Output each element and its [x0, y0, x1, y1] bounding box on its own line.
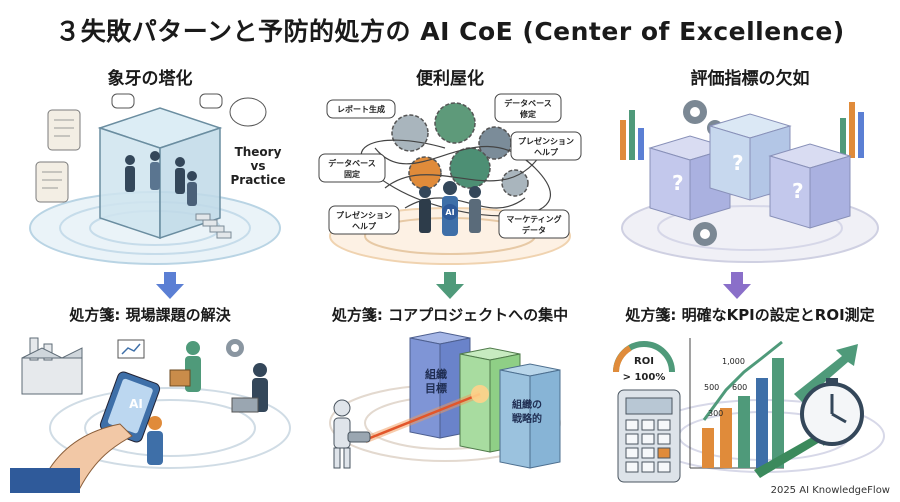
presentation-help-right-line2: ヘルプ [534, 147, 559, 157]
document-scroll-icon [35, 109, 81, 203]
block-org-goal-line2: 目標 [425, 381, 447, 395]
footer-credit: 2025 AI KnowledgeFlow [770, 485, 890, 496]
chart-value-500: 500 [704, 383, 719, 392]
block-org-strategy-line2: 戦略的 [512, 412, 542, 425]
calculator-icon [617, 389, 681, 483]
gears-icon [391, 102, 529, 197]
down-arrow-icon [156, 272, 184, 299]
worker-icon [147, 341, 268, 465]
gear-icon [226, 339, 244, 357]
growth-bar-chart-icon [689, 338, 784, 469]
roi-gauge-icon [613, 341, 675, 373]
db-fix-bubble-line2: 修定 [519, 109, 536, 119]
theory-label: Theory [235, 145, 282, 159]
pattern-heading-handyman: 便利屋化 [416, 69, 484, 89]
db-fixed-bubble-line1: データベース [328, 158, 376, 168]
presentation-help-left-line1: プレゼンション [336, 210, 392, 220]
question-mark-2: ? [732, 151, 744, 175]
ivory-tower-scene: Theory vs Practice [29, 93, 286, 265]
kpi-roi-scene: ROI > 100% 300 500 600 1,000 [613, 338, 885, 483]
robot-icon [333, 399, 371, 469]
remedy-heading-3: 処方箋: 明確なKPIの設定とROI測定 [625, 306, 875, 324]
down-arrow-icon [723, 272, 751, 299]
db-fix-bubble-line1: データベース [504, 98, 552, 108]
db-fixed-bubble-line2: 固定 [344, 169, 360, 179]
remedy-heading-2: 処方箋: コアプロジェクトへの集中 [331, 306, 569, 324]
ai-badge-label: AI [445, 208, 454, 217]
chat-bubble-icon [111, 93, 267, 127]
field-solution-scene: AI [10, 337, 291, 493]
ai-badge-icon [442, 204, 458, 220]
pattern-heading-ivory-tower: 象牙の塔化 [107, 69, 193, 89]
people-inside-tower-icon [125, 151, 197, 206]
question-mark-1: ? [672, 171, 684, 195]
unknown-cube-icon [648, 113, 852, 229]
handyman-scene: AI レポート生成 データベース 修定 プレゼンション ヘルプ データベース 固… [318, 93, 582, 265]
chart-value-1000: 1,000 [722, 357, 745, 366]
tablet-ai-label: AI [129, 397, 143, 411]
block-org-strategy-line1: 組織の [512, 398, 542, 411]
roi-value-label: > 100% [623, 372, 666, 383]
question-mark-3: ? [792, 179, 804, 203]
pattern-heading-no-metrics: 評価指標の欠如 [690, 69, 810, 89]
report-generation-bubble: レポート生成 [337, 104, 385, 114]
chart-value-300: 300 [708, 409, 723, 418]
roi-label: ROI [634, 356, 654, 367]
impact-spark-icon [471, 385, 489, 403]
presentation-help-left-line2: ヘルプ [352, 221, 377, 231]
tablet-hand-icon [10, 371, 161, 493]
remedy-heading-1: 処方箋: 現場課題の解決 [69, 306, 231, 324]
page-title: ３失敗パターンと予防的処方の AI CoE (Center of Excelle… [55, 17, 845, 46]
down-arrow-icon [436, 272, 464, 299]
factory-icon [21, 337, 83, 395]
marketing-data-line1: マーケティング [506, 214, 561, 224]
no-metrics-scene: ? ? ? [620, 100, 879, 263]
vs-label: vs [251, 159, 266, 173]
practice-label: Practice [230, 173, 285, 187]
up-trend-arrow-icon [794, 344, 858, 402]
chart-value-600: 600 [732, 383, 747, 392]
goal-block-icon [409, 331, 561, 469]
stopwatch-icon [800, 378, 864, 446]
presentation-help-right-line1: プレゼンション [518, 136, 574, 146]
stairs-icon [195, 213, 232, 239]
bar-chart-icon [620, 102, 864, 160]
core-project-scene: 組織 目標 組織の 戦略的 [329, 331, 561, 469]
marketing-data-line2: データ [522, 225, 546, 235]
block-org-goal-line1: 組織 [425, 367, 447, 381]
laptop-chart-icon [117, 339, 145, 359]
